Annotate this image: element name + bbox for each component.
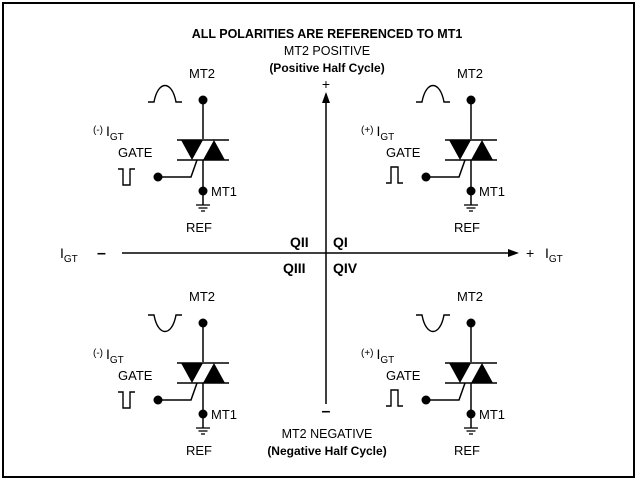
triac-triangle-up	[471, 140, 493, 160]
gate-label: GATE	[118, 145, 153, 160]
bottom-label: MT2 NEGATIVE	[282, 427, 373, 441]
ref-label: REF	[454, 443, 480, 458]
quadrant-label-q1: QI	[333, 234, 348, 250]
gate-terminal	[421, 395, 431, 405]
gate-lead	[158, 159, 198, 178]
top-label: MT2 POSITIVE	[284, 44, 370, 58]
mt1-label: MT1	[211, 407, 237, 422]
gate-label: GATE	[386, 145, 421, 160]
mt2-label: MT2	[457, 66, 483, 81]
gate-terminal	[421, 172, 431, 182]
triac-triangle-up	[471, 363, 493, 383]
igt-label: (-)IGT	[93, 346, 124, 366]
mt2-label: MT2	[189, 289, 215, 304]
vertical-axis-arrow	[322, 92, 330, 103]
top-sign: +	[322, 76, 330, 92]
right-axis-sign: +	[526, 245, 534, 261]
mt2-waveform-positive	[416, 84, 450, 103]
right-igt-label: IGT	[545, 245, 563, 265]
mt2-waveform-negative	[416, 314, 450, 333]
triac-triangle-down	[181, 363, 203, 383]
mt2-waveform-positive	[148, 84, 182, 103]
gate-waveform-positive	[386, 166, 403, 184]
mt1-label: MT1	[479, 184, 505, 199]
mt2-waveform-negative	[148, 314, 182, 333]
gate-lead	[426, 159, 466, 178]
bottom-sign: –	[322, 403, 331, 420]
quadrant-label-q2: QII	[290, 234, 309, 250]
igt-label: (+)IGT	[361, 123, 394, 143]
gate-waveform-positive	[386, 389, 403, 407]
triac-triangle-up	[203, 363, 225, 383]
left-axis-sign: –	[97, 245, 106, 262]
top-sublabel: (Positive Half Cycle)	[269, 61, 384, 75]
mt1-label: MT1	[211, 184, 237, 199]
mt2-label: MT2	[189, 66, 215, 81]
triac-triangle-down	[449, 140, 471, 160]
mt1-label: MT1	[479, 407, 505, 422]
igt-label: (-)IGT	[93, 123, 124, 143]
mt1-terminal	[466, 409, 476, 419]
bottom-sublabel: (Negative Half Cycle)	[267, 444, 386, 458]
triac-layer: MT2MT1REF(-)IGTGATEMT2MT1REF(+)IGTGATEMT…	[93, 66, 505, 458]
triac-triangle-up	[203, 140, 225, 160]
mt1-terminal	[198, 409, 208, 419]
left-igt-label: IGT	[60, 245, 78, 265]
gate-terminal	[153, 395, 163, 405]
gate-terminal	[153, 172, 163, 182]
gate-label: GATE	[386, 368, 421, 383]
quadrant-label-q3: QIII	[283, 260, 306, 276]
gate-label: GATE	[118, 368, 153, 383]
diagram-title: ALL POLARITIES ARE REFERENCED TO MT1	[192, 27, 463, 41]
triac-triangle-down	[181, 140, 203, 160]
horizontal-axis-arrow	[508, 249, 519, 257]
ref-label: REF	[454, 220, 480, 235]
ref-label: REF	[186, 220, 212, 235]
igt-label: (+)IGT	[361, 346, 394, 366]
gate-lead	[426, 382, 466, 401]
mt1-terminal	[466, 186, 476, 196]
gate-waveform-negative	[118, 168, 135, 186]
gate-lead	[158, 382, 198, 401]
triac-triangle-down	[449, 363, 471, 383]
ref-label: REF	[186, 443, 212, 458]
mt1-terminal	[198, 186, 208, 196]
quadrant-label-q4: QIV	[333, 260, 358, 276]
gate-waveform-negative	[118, 391, 135, 409]
mt2-label: MT2	[457, 289, 483, 304]
frame-border	[2, 2, 635, 478]
